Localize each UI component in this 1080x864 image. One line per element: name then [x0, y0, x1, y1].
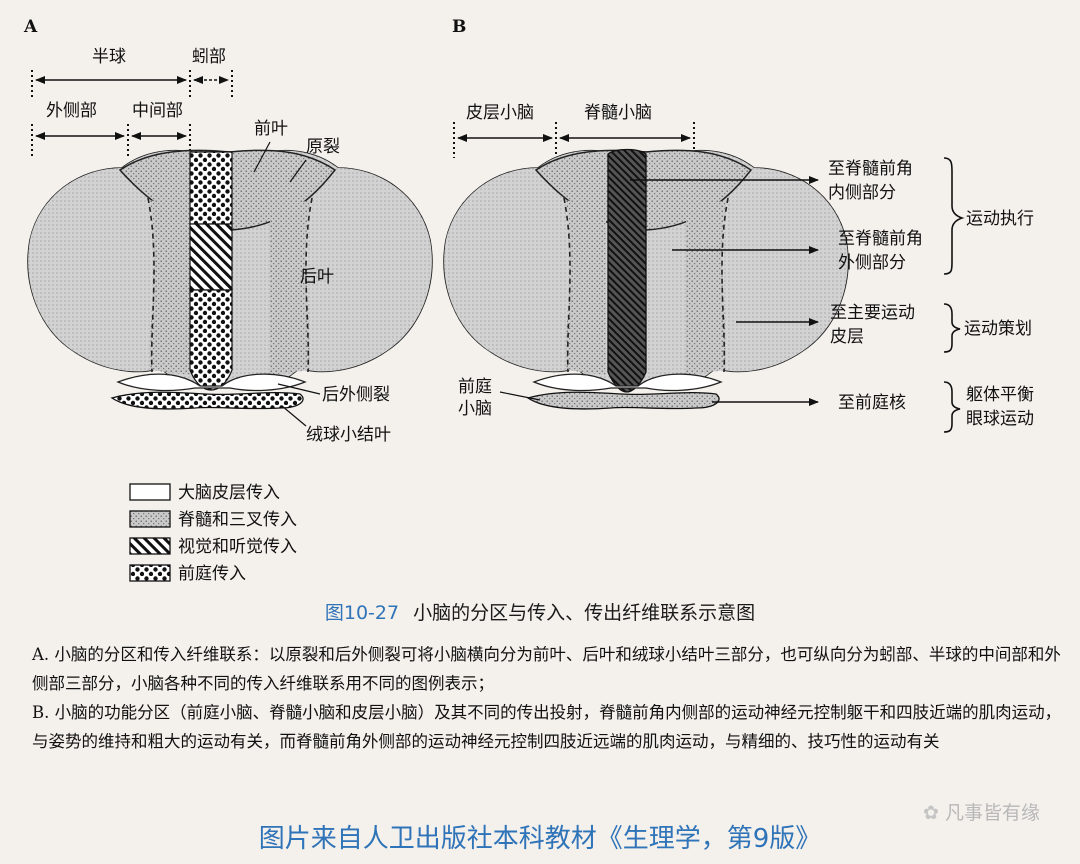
posterolateral-fissure-label: 后外侧裂	[322, 385, 390, 405]
cerebellum-diagram: A 半球 蚓部 外侧部 中间部 前叶	[23, 17, 1034, 584]
panel-b-tag: B	[452, 17, 466, 37]
legend: 大脑皮层传入 脊髓和三叉传入 视觉和听觉传入 前庭传入	[129, 483, 297, 584]
legend-swatch-hatch	[129, 537, 171, 555]
vestibulo-label-1: 前庭	[458, 377, 492, 397]
out-cortex-2: 皮层	[830, 327, 864, 347]
wechat-icon: ✿	[923, 802, 939, 824]
figure-caption: 图10-27 小脑的分区与传入、传出纤维联系示意图	[0, 598, 1080, 625]
panel-b: B 皮层小脑 脊髓小脑 前庭 小脑 至脊髓前角 内侧部分	[443, 17, 1034, 433]
out-cortex-1: 至主要运动	[830, 303, 915, 323]
func-planning: 运动策划	[964, 319, 1032, 339]
watermark: ✿ 凡事皆有缘	[923, 798, 1040, 825]
func-balance-2: 眼球运动	[966, 409, 1034, 429]
figure-description: A. 小脑的分区和传入纤维联系：以原裂和后外侧裂可将小脑横向分为前叶、后叶和绒球…	[32, 640, 1062, 756]
legend-label-spinal: 脊髓和三叉传入	[178, 510, 297, 530]
legend-label-visual: 视觉和听觉传入	[178, 537, 297, 557]
out-medial-2: 内侧部分	[828, 183, 896, 203]
out-medial-1: 至脊髓前角	[828, 159, 913, 179]
func-execution: 运动执行	[966, 209, 1034, 229]
primary-fissure-label: 原裂	[306, 137, 340, 157]
anterior-lobe-label: 前叶	[254, 119, 288, 139]
posterior-lobe-label: 后叶	[300, 267, 334, 287]
vermis-dots-bottom	[189, 289, 233, 391]
figure-number: 图10-27	[324, 602, 400, 624]
intermediate-label: 中间部	[132, 101, 183, 121]
legend-label-vestibular: 前庭传入	[178, 564, 246, 584]
flocculonodular-lobe	[110, 391, 304, 410]
brace-execution	[943, 157, 965, 275]
legend-swatch-white	[129, 483, 171, 501]
brace-planning	[943, 303, 961, 353]
vermis-dots-top	[189, 151, 233, 225]
flocculonodular-label: 绒球小结叶	[306, 425, 391, 445]
out-vestibular: 至前庭核	[838, 393, 906, 413]
lateral-label: 外侧部	[46, 101, 97, 121]
spinocerebellum-vermis	[607, 148, 647, 393]
brace-balance	[943, 381, 961, 433]
description-a: A. 小脑的分区和传入纤维联系：以原裂和后外侧裂可将小脑横向分为前叶、后叶和绒球…	[32, 645, 1061, 693]
description-b: B. 小脑的功能分区（前庭小脑、脊髓小脑和皮层小脑）及其不同的传出投射，脊髓前角…	[32, 703, 1062, 751]
legend-swatch-stipple	[129, 510, 171, 528]
out-lateral-2: 外侧部分	[838, 253, 906, 273]
watermark-text: 凡事皆有缘	[944, 802, 1040, 824]
func-balance-1: 躯体平衡	[966, 385, 1034, 405]
vestibulo-label-2: 小脑	[458, 399, 492, 419]
vermis-label: 蚓部	[192, 47, 226, 67]
out-lateral-1: 至脊髓前角	[838, 229, 923, 249]
panel-a: A 半球 蚓部 外侧部 中间部 前叶	[23, 17, 433, 445]
vermis-hatch	[189, 223, 233, 291]
figure-title: 小脑的分区与传入、传出纤维联系示意图	[413, 602, 756, 624]
source-credit: 图片来自人卫出版社本科教材《生理学，第9版》	[258, 824, 822, 854]
legend-label-cortical: 大脑皮层传入	[178, 483, 280, 503]
vestibulocerebellum-region	[526, 391, 720, 410]
hemisphere-label: 半球	[92, 47, 126, 67]
panel-a-tag: A	[23, 17, 38, 37]
spinocerebellum-label: 脊髓小脑	[584, 103, 652, 123]
cerebrocerebellum-label: 皮层小脑	[466, 103, 534, 123]
legend-swatch-dots	[129, 564, 171, 582]
